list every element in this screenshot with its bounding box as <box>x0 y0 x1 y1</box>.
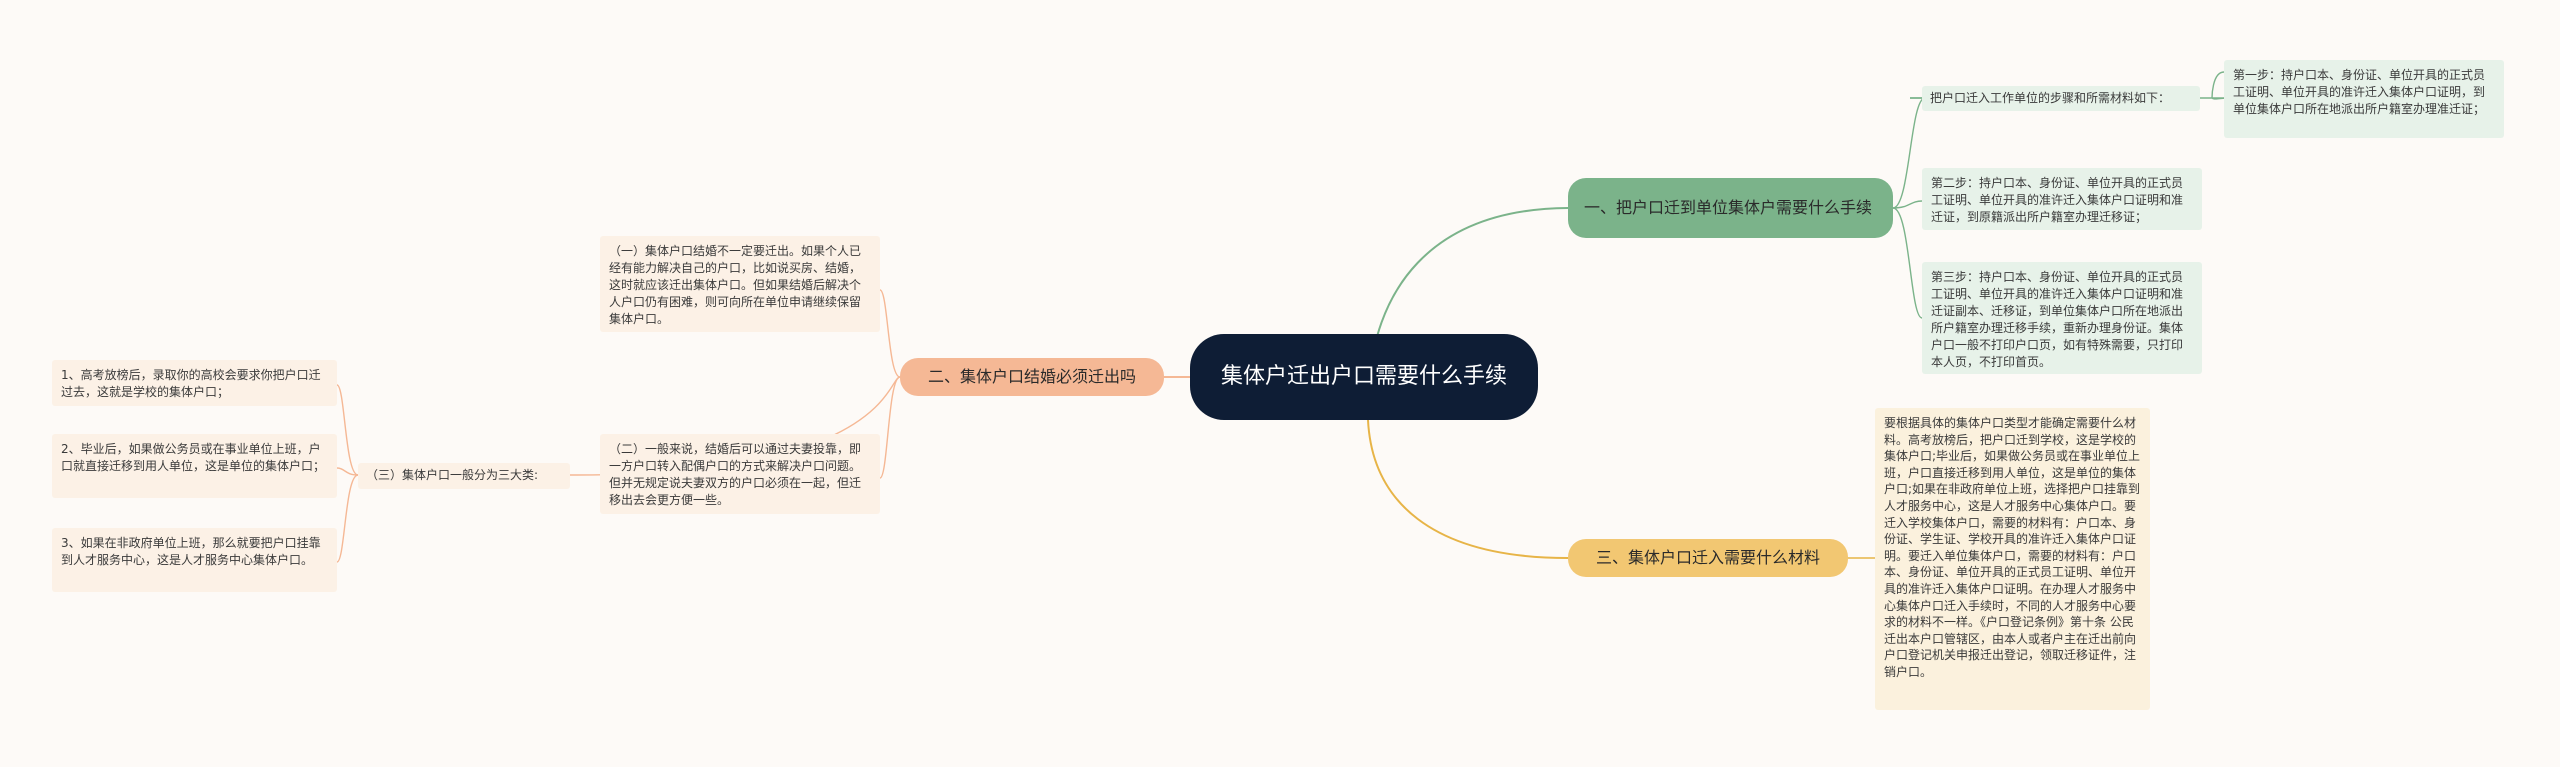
leaf-step-1[interactable]: 第一步：持户口本、身份证、单位开具的正式员工证明、单位开具的准许迁入集体户口证明… <box>2224 60 2504 138</box>
leaf-step-2-text: 第二步：持户口本、身份证、单位开具的正式员工证明、单位开具的准许迁入集体户口证明… <box>1931 176 2184 224</box>
root-title: 集体户迁出户口需要什么手续 <box>1220 364 1507 389</box>
branch-node-1[interactable]: 一、把户口迁到单位集体户需要什么手续 <box>1568 178 1893 238</box>
leaf-step-2[interactable]: 第二步：持户口本、身份证、单位开具的正式员工证明、单位开具的准许迁入集体户口证明… <box>1922 168 2202 230</box>
branch-node-3[interactable]: 三、集体户口迁入需要什么材料 <box>1568 539 1848 577</box>
leaf-b3-detail-text: 要根据具体的集体户口类型才能确定需要什么材料。高考放榜后，把户口迁到学校，这是学… <box>1884 416 2141 679</box>
edge-b1-steps <box>1892 97 1926 209</box>
leaf-steps-title-text: 把户口迁入工作单位的步骤和所需材料如下： <box>1930 91 2171 105</box>
leaf-sub-2-text: 2、毕业后，如果做公务员或在事业单位上班，户口就直接迁移到用人单位，这是单位的集… <box>61 442 326 473</box>
edge-item3-sub3 <box>336 474 359 563</box>
leaf-b3-detail[interactable]: 要根据具体的集体户口类型才能确定需要什么材料。高考放榜后，把户口迁到学校，这是学… <box>1875 408 2150 710</box>
edge-b2-item2 <box>879 376 901 479</box>
edge-item3-sub1 <box>336 384 359 476</box>
branch-3-label: 三、集体户口迁入需要什么材料 <box>1595 548 1820 567</box>
leaf-item-1[interactable]: （一）集体户口结婚不一定要迁出。如果个人已经有能力解决自己的户口，比如说买房、结… <box>600 236 880 332</box>
edge-steps-step1 <box>2200 71 2231 100</box>
edge-root-b3 <box>1367 419 1569 559</box>
leaf-item-1-text: （一）集体户口结婚不一定要迁出。如果个人已经有能力解决自己的户口，比如说买房、结… <box>609 244 862 326</box>
leaf-item-2[interactable]: （二）一般来说，结婚后可以通过夫妻投靠，即一方户口转入配偶户口的方式来解决户口问… <box>600 434 880 514</box>
leaf-sub-3[interactable]: 3、如果在非政府单位上班，那么就要把户口挂靠到人才服务中心，这是人才服务中心集体… <box>52 528 337 592</box>
leaf-step-3-text: 第三步：持户口本、身份证、单位开具的正式员工证明、单位开具的准许迁入集体户口证明… <box>1931 270 2184 369</box>
branch-node-2[interactable]: 二、集体户口结婚必须迁出吗 <box>900 358 1164 396</box>
edge-item3-sub2 <box>336 467 359 476</box>
leaf-item-3-text: （三）集体户口一般分为三大类: <box>366 468 539 482</box>
edge-b1-step2 <box>1892 200 1923 209</box>
leaf-item-3[interactable]: （三）集体户口一般分为三大类: <box>358 463 570 489</box>
edge-b2-item1 <box>879 289 901 378</box>
leaf-step-1-text: 第一步：持户口本、身份证、单位开具的正式员工证明、单位开具的准许迁入集体户口证明… <box>2233 68 2486 116</box>
leaf-sub-1-text: 1、高考放榜后，录取你的高校会要求你把户口迁过去，这就是学校的集体户口； <box>61 368 321 399</box>
leaf-item-2-text: （二）一般来说，结婚后可以通过夫妻投靠，即一方户口转入配偶户口的方式来解决户口问… <box>609 442 862 507</box>
edge-b1-step3 <box>1892 207 1923 319</box>
branch-2-label: 二、集体户口结婚必须迁出吗 <box>927 367 1136 386</box>
root-node[interactable]: 集体户迁出户口需要什么手续 <box>1190 334 1538 420</box>
leaf-step-3[interactable]: 第三步：持户口本、身份证、单位开具的正式员工证明、单位开具的准许迁入集体户口证明… <box>1922 262 2202 374</box>
branch-1-label: 一、把户口迁到单位集体户需要什么手续 <box>1584 198 1873 217</box>
leaf-sub-1[interactable]: 1、高考放榜后，录取你的高校会要求你把户口迁过去，这就是学校的集体户口； <box>52 360 337 406</box>
leaf-sub-3-text: 3、如果在非政府单位上班，那么就要把户口挂靠到人才服务中心，这是人才服务中心集体… <box>61 536 321 567</box>
leaf-steps-title[interactable]: 把户口迁入工作单位的步骤和所需材料如下： <box>1922 86 2200 111</box>
leaf-sub-2[interactable]: 2、毕业后，如果做公务员或在事业单位上班，户口就直接迁移到用人单位，这是单位的集… <box>52 434 337 498</box>
